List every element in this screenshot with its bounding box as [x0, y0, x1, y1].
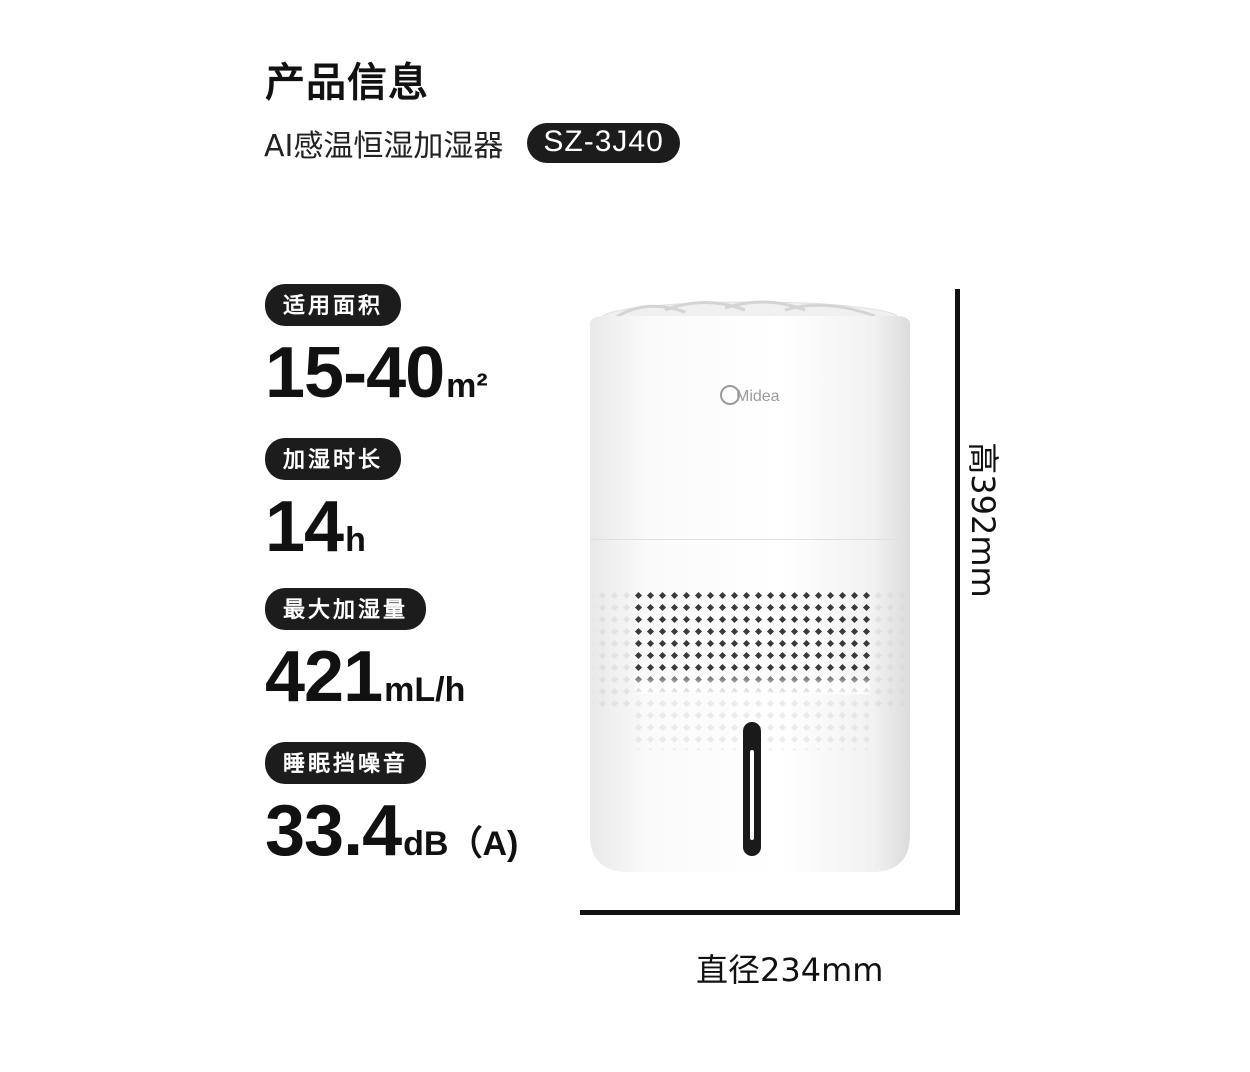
spec-value: 14	[265, 487, 344, 567]
spec-value: 15-40	[265, 333, 445, 413]
spec-unit: dB（A)	[403, 825, 519, 863]
spec-value: 421	[265, 637, 383, 717]
spec-value-row: 421mL/h	[265, 636, 465, 718]
spec-value-row: 15-40m²	[265, 332, 488, 414]
diameter-label: 直径234mm	[696, 951, 884, 989]
spec-label: 加湿时长	[265, 438, 402, 480]
product-subtitle: AI感温恒湿加湿器 SZ-3J40	[264, 121, 680, 165]
spec-label: 睡眠挡噪音	[265, 742, 427, 784]
humidifier-image: Midea	[590, 300, 910, 872]
spec-value-row: 33.4dB（A)	[265, 790, 518, 872]
spec-unit: m²	[446, 367, 488, 405]
spec-value-row: 14h	[265, 486, 401, 568]
spec-max-output: 最大加湿量 421mL/h	[265, 588, 465, 718]
spec-label: 适用面积	[265, 284, 402, 326]
spec-value: 33.4	[265, 791, 402, 871]
page-title: 产品信息	[265, 60, 429, 106]
spec-coverage-area: 适用面积 15-40m²	[265, 284, 488, 414]
height-dimension-line	[955, 289, 960, 915]
diameter-dimension-line	[580, 910, 960, 915]
spec-humidify-duration: 加湿时长 14h	[265, 438, 402, 568]
spec-sleep-noise: 睡眠挡噪音 33.4dB（A)	[265, 742, 518, 872]
product-name: AI感温恒湿加湿器	[264, 129, 504, 164]
height-label: 高392mm	[964, 442, 1002, 598]
spec-unit: h	[345, 521, 366, 559]
model-badge: SZ-3J40	[527, 123, 680, 163]
spec-label: 最大加湿量	[265, 588, 427, 630]
spec-unit: mL/h	[384, 671, 466, 709]
brand-logo: Midea	[736, 388, 780, 405]
